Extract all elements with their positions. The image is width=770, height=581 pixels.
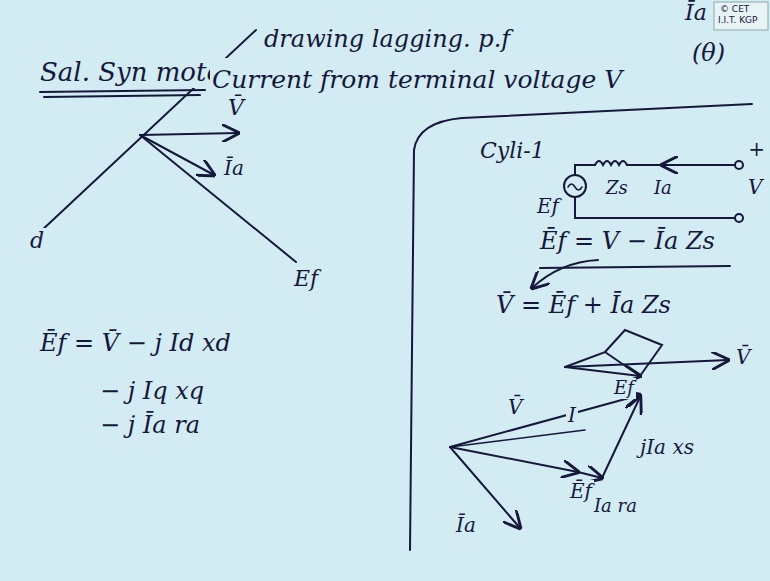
v-phasor <box>450 395 640 447</box>
wire <box>575 165 595 175</box>
equation-term: − j Īa ra <box>98 412 202 440</box>
polarity-sign: + <box>746 138 767 161</box>
v-phasor <box>140 133 238 135</box>
phasor-label: V̄ <box>506 396 524 419</box>
phasor-label: Īa <box>454 514 478 537</box>
phasor-label: Īa <box>222 157 246 180</box>
phasor-label: Ia ra <box>592 496 639 517</box>
source-label: Ef <box>535 195 561 218</box>
current-label: Ia <box>652 178 674 199</box>
logo-box <box>714 2 768 30</box>
curved-arrow <box>532 260 598 288</box>
note-text: drawing lagging. p.f <box>262 26 512 54</box>
ef-phasor <box>140 135 296 262</box>
phasor-label: I <box>566 404 578 427</box>
phasor-label: Ef <box>612 378 636 399</box>
note-text: Current from terminal voltage V <box>210 66 624 95</box>
equation-term: − j Iq xq <box>98 378 206 406</box>
phasor-label: Ēf <box>568 480 594 503</box>
title-underline <box>40 90 205 97</box>
wire <box>627 164 735 166</box>
voltage-label: V <box>746 176 764 199</box>
terminal <box>735 161 743 169</box>
source-circle <box>564 175 586 197</box>
iara-phasor <box>578 472 602 478</box>
impedance-coil <box>595 161 627 165</box>
current-arrow <box>662 164 690 166</box>
phasor-label: Ef <box>292 266 320 291</box>
logo-text: I.I.T. KGP <box>716 15 760 25</box>
phasor-label: jIa xs <box>638 436 696 459</box>
ia-phasor <box>140 135 214 175</box>
angle-symbol: (θ) <box>690 40 727 68</box>
phasor-label: V̄ <box>734 346 752 369</box>
case-label: Cyli-1 <box>478 138 547 163</box>
equation: Ēf = V − Īa Zs <box>538 228 717 256</box>
equation: Ēf = V̄ − j Id xd <box>38 330 233 358</box>
current-symbol: Īa <box>683 0 709 25</box>
equation: V̄ = Ēf + Īa Zs <box>494 292 673 320</box>
separator-line <box>410 104 752 550</box>
logo-text: © CET <box>718 4 751 14</box>
wire <box>575 197 735 218</box>
ia-direction <box>450 430 585 447</box>
axis-label: d <box>28 228 46 253</box>
jiaxs-phasor <box>602 397 640 478</box>
phasor-triangle <box>565 330 662 376</box>
impedance-label: Zs <box>604 178 630 199</box>
terminal <box>735 214 743 222</box>
ac-symbol <box>568 184 582 190</box>
phasor-label: V̄ <box>226 95 246 120</box>
